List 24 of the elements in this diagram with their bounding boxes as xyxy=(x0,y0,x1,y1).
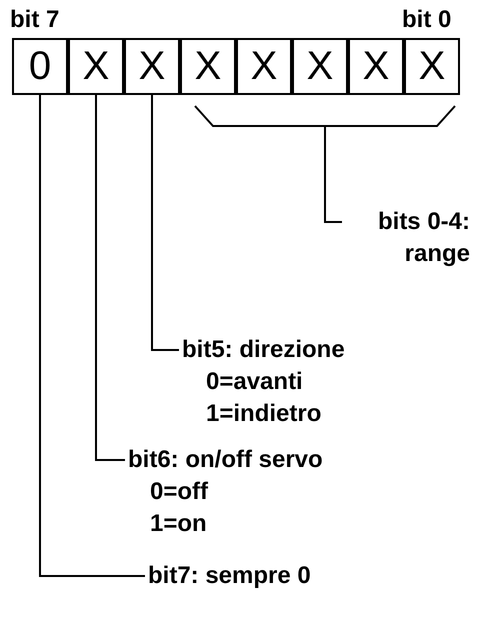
value-description: range xyxy=(404,239,470,269)
value-description: 1=on xyxy=(149,509,208,539)
value-description: 1=indietro xyxy=(205,399,322,429)
bit-cell: X xyxy=(124,38,180,95)
leader-line xyxy=(324,126,342,223)
bracket xyxy=(194,105,456,127)
field-description: bit7: sempre 0 xyxy=(148,561,311,591)
bit-cell: X xyxy=(348,38,404,95)
leader-line xyxy=(95,95,125,461)
bit-cell: 0 xyxy=(12,38,68,95)
bit-cell: X xyxy=(236,38,292,95)
leader-line xyxy=(39,95,145,577)
bit-cell: X xyxy=(180,38,236,95)
field-description: bit6: on/off servo xyxy=(128,445,323,475)
bit-cell: X xyxy=(404,38,460,95)
bit-cell: X xyxy=(292,38,348,95)
bit-label: bit 7 xyxy=(10,6,60,34)
bit-label: bit 0 xyxy=(402,6,452,34)
field-description: bits 0-4: xyxy=(376,207,470,237)
leader-line xyxy=(151,95,179,351)
field-description: bit5: direzione xyxy=(182,335,345,365)
value-description: 0=avanti xyxy=(205,367,304,397)
value-description: 0=off xyxy=(149,477,210,507)
bit-cell: X xyxy=(68,38,124,95)
